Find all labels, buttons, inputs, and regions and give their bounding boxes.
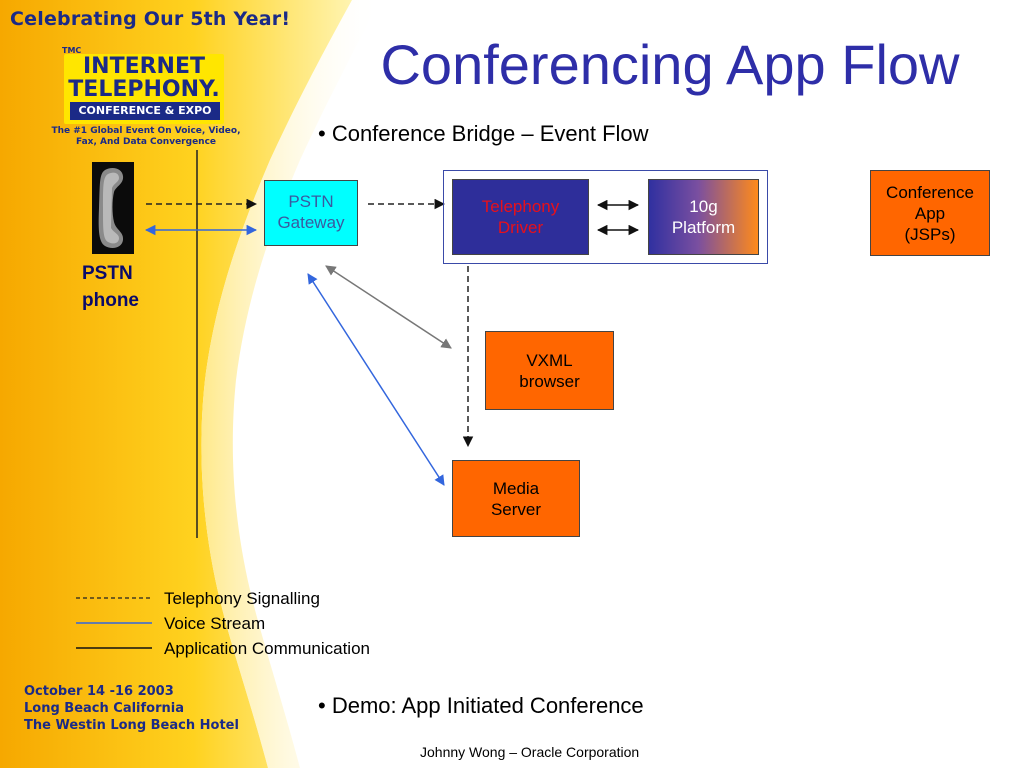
- swoosh-edge: [201, 0, 380, 768]
- logo-line-internet: INTERNET: [82, 54, 206, 79]
- pstn-gateway-node: PSTN Gateway: [264, 180, 358, 246]
- logo-conference-bar: CONFERENCE & EXPO: [70, 102, 220, 120]
- event-dates: October 14 -16 2003: [24, 684, 174, 699]
- bullet-event-flow: • Conference Bridge – Event Flow: [318, 121, 649, 146]
- voice-gateway-media: [307, 273, 445, 486]
- app-comm-gateway-vxml: [325, 265, 452, 349]
- footer-credit: Johnny Wong – Oracle Corporation: [420, 744, 640, 760]
- platform-container: [443, 170, 768, 264]
- logo-line-telephony: TELEPHONY.: [68, 77, 220, 102]
- platform-node: 10g Platform: [648, 179, 759, 255]
- event-city: Long Beach California: [24, 701, 184, 716]
- slide-title: Conferencing App Flow: [380, 33, 960, 96]
- swoosh-fill: [0, 0, 352, 768]
- telephony-driver-node: Telephony Driver: [452, 179, 589, 255]
- bullet-demo: • Demo: App Initiated Conference: [318, 693, 644, 718]
- legend-voice: Voice Stream: [164, 614, 266, 633]
- logo-tagline: The #1 Global Event On Voice, Video, Fax…: [51, 126, 241, 147]
- vxml-browser-node: VXML browser: [485, 331, 614, 410]
- legend-signalling: Telephony Signalling: [164, 589, 320, 608]
- legend-app-comm: Application Communication: [164, 639, 370, 658]
- conference-app-node: Conference App (JSPs): [870, 170, 990, 256]
- logo-tmc: TMC: [62, 46, 82, 55]
- pstn-phone-label: PSTN phone: [82, 263, 139, 311]
- media-server-node: Media Server: [452, 460, 580, 537]
- celebrating-banner: Celebrating Our 5th Year!: [10, 8, 291, 30]
- telephone-handset-icon: [92, 162, 134, 254]
- event-venue: The Westin Long Beach Hotel: [24, 718, 239, 733]
